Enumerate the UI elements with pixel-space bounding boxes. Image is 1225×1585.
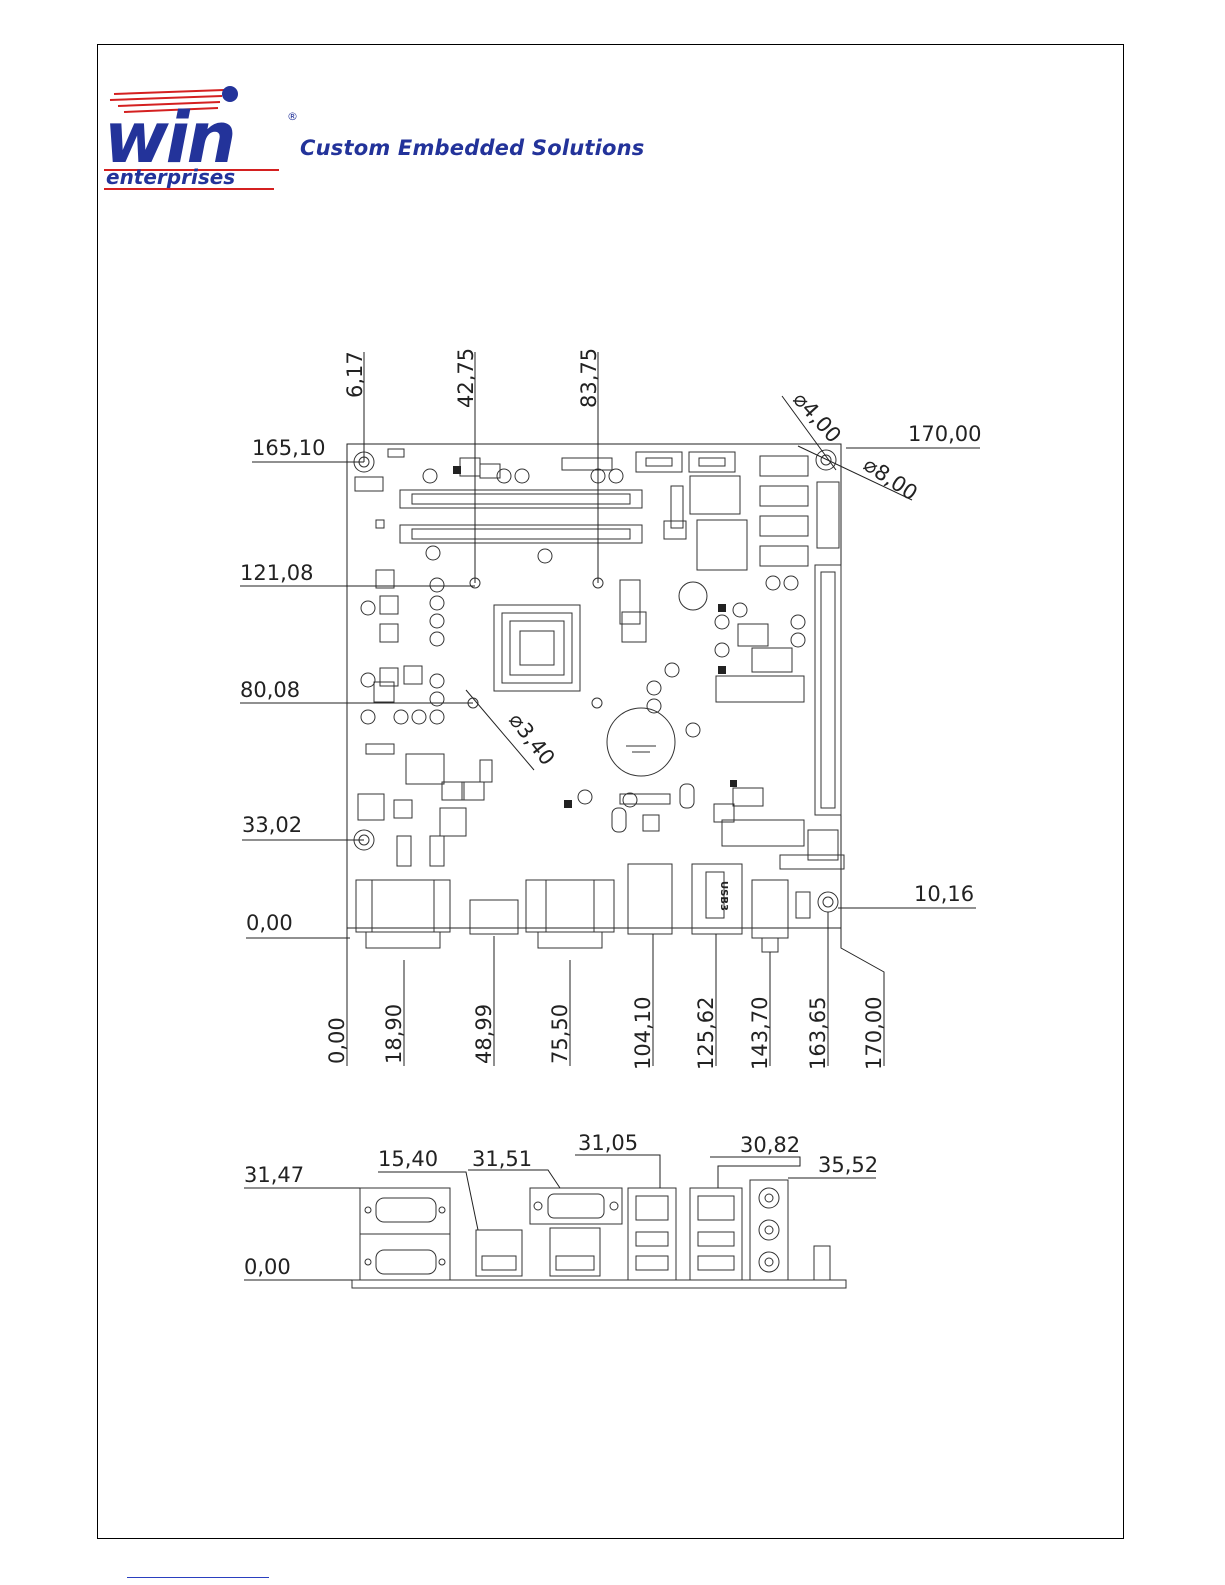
lan-usb-top-2 bbox=[692, 864, 742, 934]
dim-bottom-104-10: 104,10 bbox=[631, 997, 655, 1070]
board-top-view: USB3 bbox=[347, 444, 844, 952]
hdmi-top bbox=[470, 900, 518, 934]
audio-jacks bbox=[750, 1180, 788, 1280]
rear-io-top: USB3 bbox=[356, 864, 788, 952]
pcb-edge bbox=[352, 1280, 846, 1288]
dim-dia-3-40: ⌀3,40 bbox=[504, 708, 559, 770]
dim-right-170-00: 170,00 bbox=[908, 422, 981, 446]
dim-left-80-08: 80,08 bbox=[240, 678, 300, 702]
vga-port bbox=[530, 1188, 622, 1276]
mounting-hole-bottom-right bbox=[818, 892, 838, 912]
dim-bottom-48-99: 48,99 bbox=[472, 1004, 496, 1064]
hdmi-port bbox=[476, 1230, 522, 1276]
dim-left-121-08: 121,08 bbox=[240, 561, 313, 585]
dim-bottom-75-50: 75,50 bbox=[548, 1004, 572, 1064]
footer-link-underline bbox=[127, 1577, 269, 1578]
dim-top-6-17: 6,17 bbox=[343, 351, 367, 398]
dim-left-33-02: 33,02 bbox=[242, 813, 302, 837]
sata-connectors bbox=[636, 452, 735, 472]
dim-bottom-125-62: 125,62 bbox=[694, 997, 718, 1070]
dim-bottom-143-70: 143,70 bbox=[748, 997, 772, 1070]
dim-io-0-00: 0,00 bbox=[244, 1255, 291, 1279]
dim-io-30-82: 30,82 bbox=[740, 1133, 800, 1157]
dim-right-10-16: 10,16 bbox=[914, 882, 974, 906]
dim-left-165-10: 165,10 bbox=[252, 436, 325, 460]
dim-io-31-51: 31,51 bbox=[472, 1147, 532, 1171]
small-hole bbox=[592, 698, 602, 708]
dim-left-0-00: 0,00 bbox=[246, 911, 293, 935]
buzzer bbox=[679, 582, 707, 610]
dim-bottom-170-00: 170,00 bbox=[862, 997, 886, 1070]
mounting-hole-top-right bbox=[816, 450, 836, 470]
dim-bottom-0-00: 0,00 bbox=[325, 1017, 349, 1064]
lan-usb-stack-2 bbox=[690, 1188, 742, 1280]
dim-bottom-18-90: 18,90 bbox=[382, 1004, 406, 1064]
dim-bottom-163-65: 163,65 bbox=[806, 997, 830, 1070]
dimm-slots bbox=[400, 490, 642, 543]
dim-top-83-75: 83,75 bbox=[577, 348, 601, 408]
filled-parts bbox=[453, 466, 737, 808]
voltage-regulators bbox=[355, 449, 844, 918]
io-view-dimensions: 31,47 15,40 31,51 31,05 30,82 35,52 0,00 bbox=[244, 1131, 878, 1280]
lan-usb-top-1 bbox=[628, 864, 672, 934]
dim-dia-4-00: ⌀4,00 bbox=[788, 387, 846, 447]
lan-usb-stack-1 bbox=[628, 1188, 676, 1280]
dim-io-15-40: 15,40 bbox=[378, 1147, 438, 1171]
dim-io-35-52: 35,52 bbox=[818, 1153, 878, 1177]
dim-dia-8-00: ⌀8,00 bbox=[859, 452, 922, 505]
usb3-label: USB3 bbox=[718, 881, 729, 911]
cmos-battery bbox=[607, 708, 675, 776]
dim-io-31-47: 31,47 bbox=[244, 1163, 304, 1187]
mini-pcie-slot bbox=[817, 482, 839, 548]
top-view-dimensions: 6,17 42,75 83,75 ⌀4,00 ⌀8,00 ⌀3,40 165,1… bbox=[240, 348, 981, 1070]
io-side-view bbox=[352, 1180, 846, 1288]
dim-top-42-75: 42,75 bbox=[454, 348, 478, 408]
pcie-slot bbox=[815, 565, 841, 815]
dual-serial-top bbox=[356, 880, 450, 932]
fan-headers bbox=[760, 456, 808, 566]
dual-serial-port bbox=[360, 1188, 450, 1280]
vga-top bbox=[526, 880, 614, 932]
cpu-package bbox=[494, 605, 580, 691]
side-header bbox=[814, 1246, 830, 1280]
audio-jack-top bbox=[752, 880, 788, 938]
m2-socket bbox=[716, 676, 804, 702]
dim-io-31-05: 31,05 bbox=[578, 1131, 638, 1155]
board-outline bbox=[347, 444, 841, 928]
chipset bbox=[697, 520, 747, 570]
